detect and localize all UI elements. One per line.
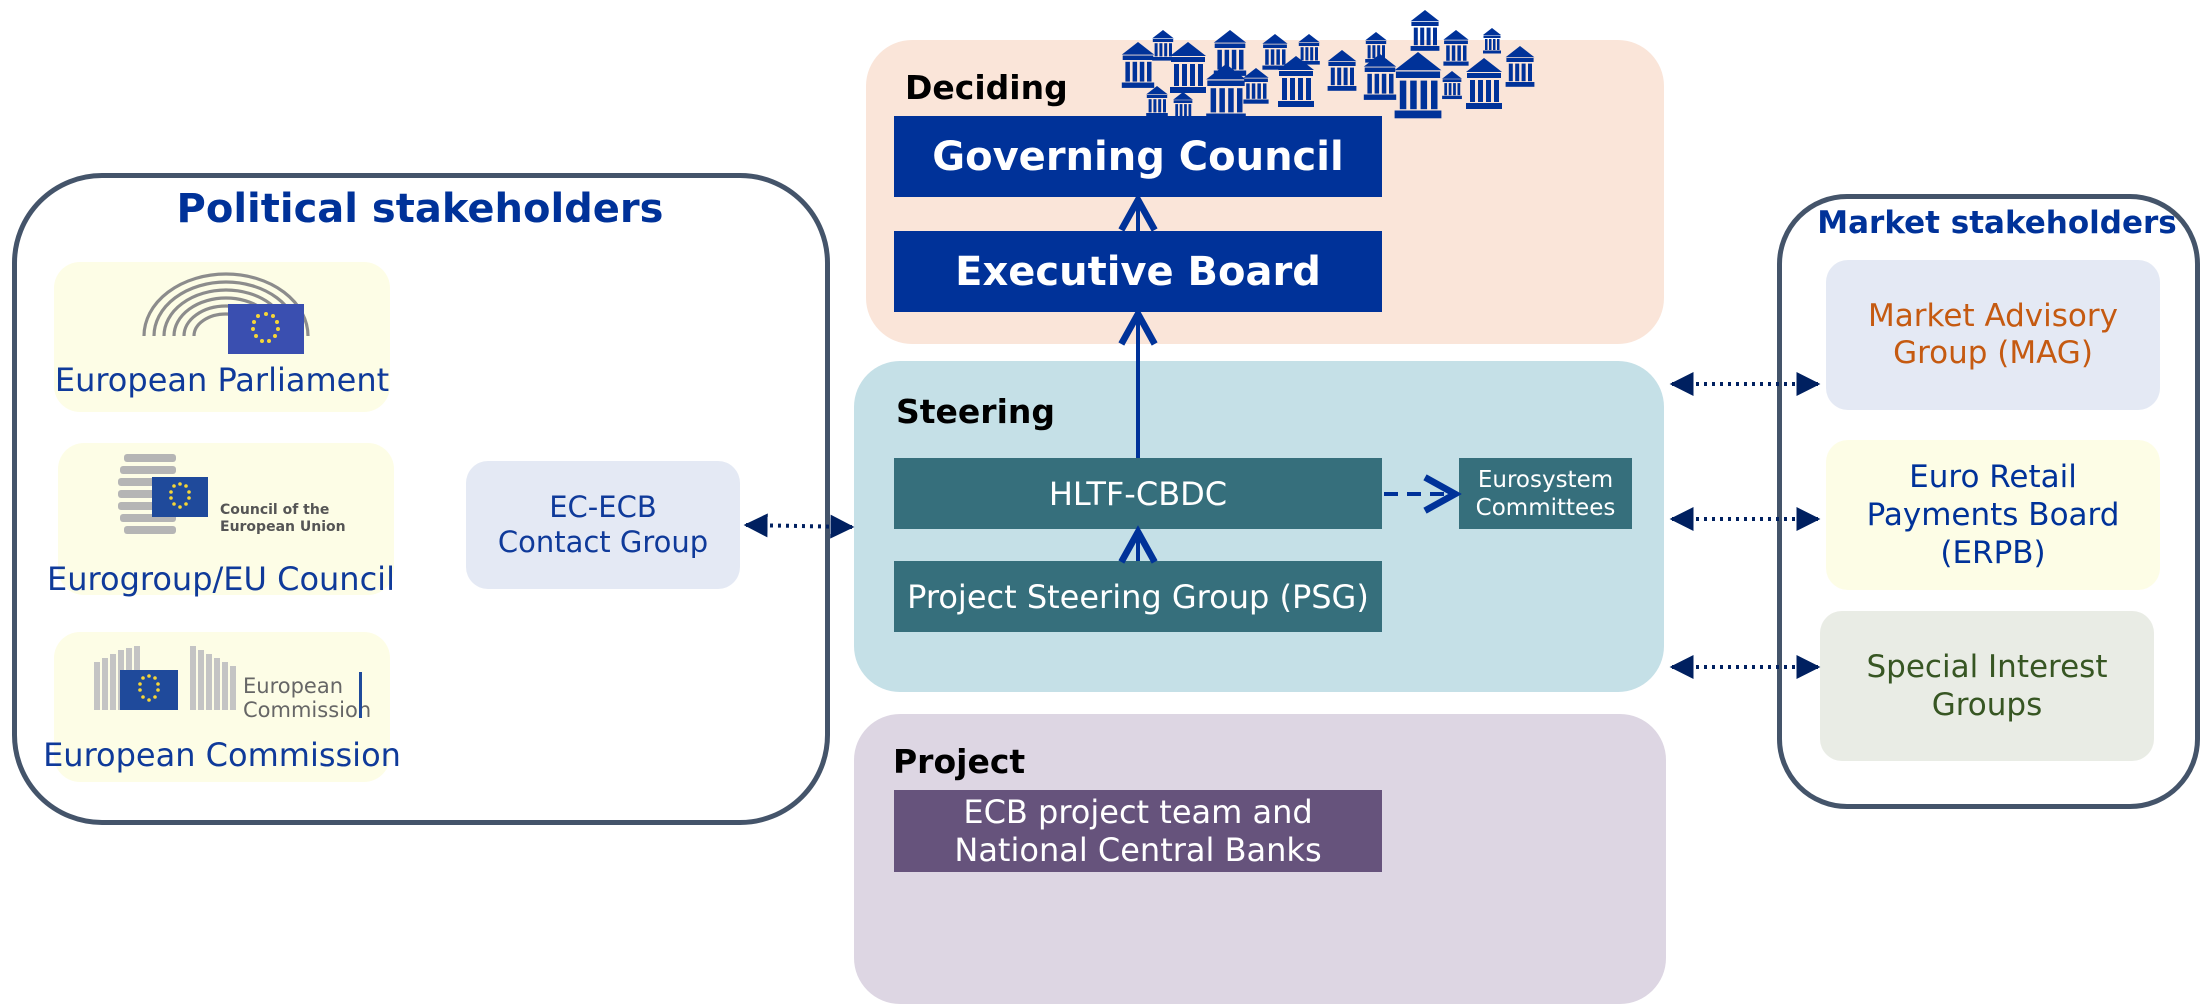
ec-ecb-contact-group-box: EC-ECB Contact Group (466, 461, 740, 589)
commission-caption: European Commission (43, 736, 401, 774)
governing-council-box: Governing Council (894, 116, 1382, 197)
parliament-hemicycle-icon (142, 272, 310, 354)
project-team-box: ECB project team and National Central Ba… (894, 790, 1382, 872)
hltf-cbdc-box: HLTF-CBDC (894, 458, 1382, 529)
commission-logo-icon (94, 646, 236, 710)
council-logo-icon (118, 454, 208, 534)
market-stakeholders-frame (1777, 194, 2200, 809)
executive-board-box: Executive Board (894, 231, 1382, 312)
eurosystem-committees-box: Eurosystem Committees (1459, 458, 1632, 529)
psg-box: Project Steering Group (PSG) (894, 561, 1382, 632)
council-caption: Eurogroup/EU Council (47, 560, 395, 598)
political-stakeholders-title: Political stakeholders (176, 186, 664, 232)
commission-logo-text: European Commission (243, 674, 372, 722)
parliament-card (54, 262, 390, 412)
project-label: Project (893, 742, 1026, 781)
special-interest-groups-box: Special Interest Groups (1820, 611, 2154, 761)
erpb-box: Euro Retail Payments Board (ERPB) (1826, 440, 2160, 590)
council-logo-text: Council of the European Union (220, 502, 346, 535)
mag-box: Market Advisory Group (MAG) (1826, 260, 2160, 410)
council-card (58, 443, 394, 595)
commission-logo-bar (359, 672, 362, 718)
market-stakeholders-title: Market stakeholders (1817, 205, 2177, 241)
deciding-label: Deciding (905, 68, 1068, 107)
steering-label: Steering (896, 392, 1056, 431)
political-stakeholders-frame (12, 173, 830, 825)
parliament-caption: European Parliament (54, 361, 390, 399)
